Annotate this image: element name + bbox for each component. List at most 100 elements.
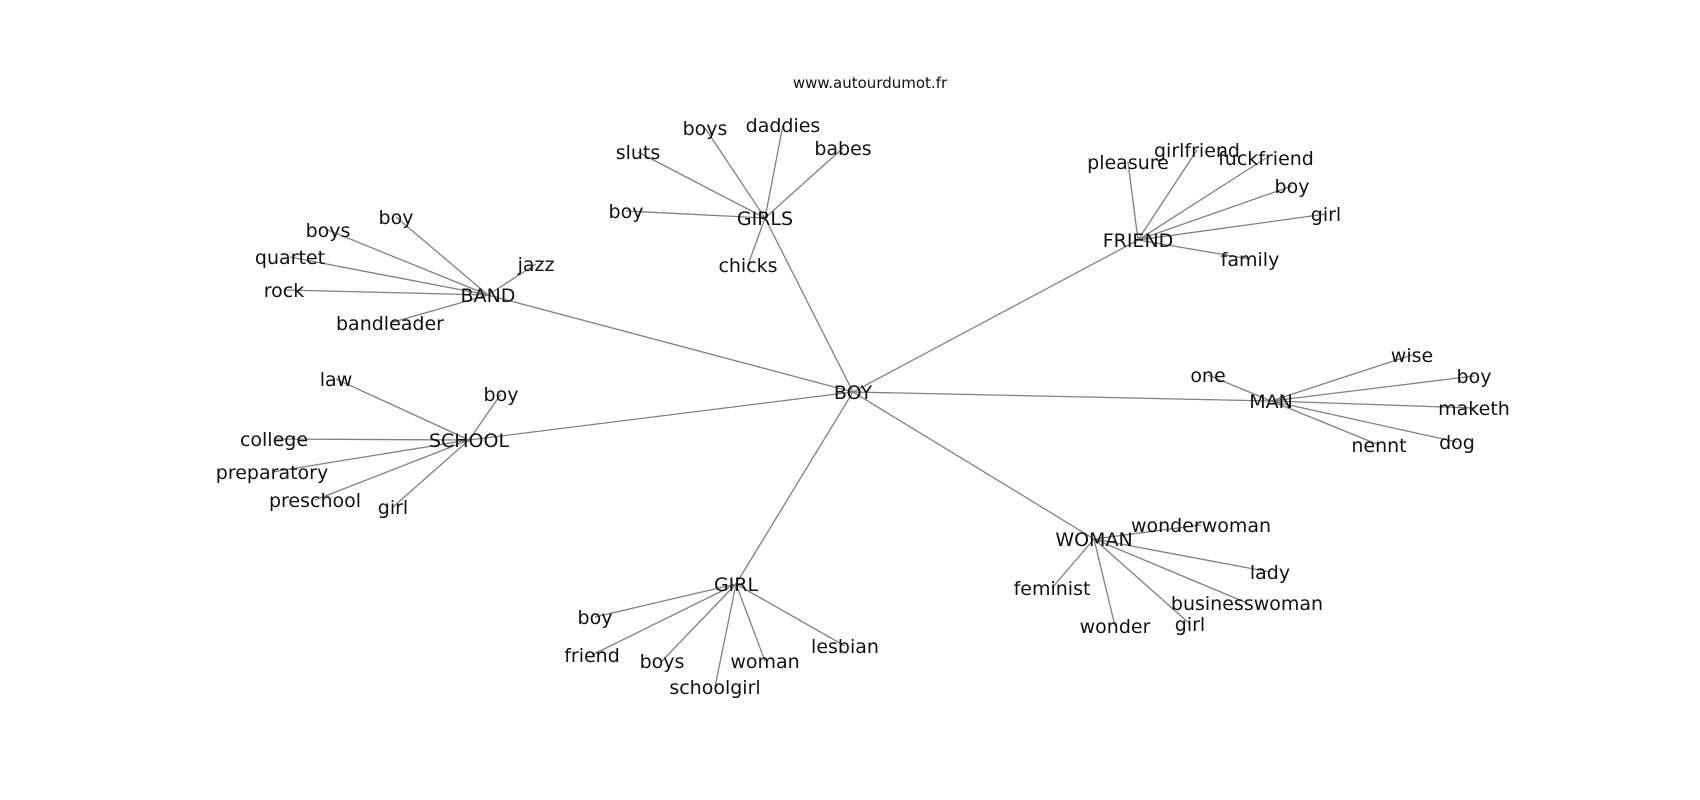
leaf-node-woman-wonder: wonder	[1080, 616, 1151, 638]
edge-girls-to-babes	[764, 147, 844, 219]
edge-school-to-preparatory	[271, 439, 470, 473]
leaf-node-band-boys: boys	[306, 220, 351, 242]
leaf-node-school-college: college	[240, 429, 308, 451]
edge-man-to-nennt	[1270, 400, 1380, 446]
leaf-node-man-nennt: nennt	[1351, 435, 1406, 457]
edge-man-to-wise	[1270, 354, 1413, 402]
edge-man-to-one	[1207, 374, 1272, 402]
source-label: www.autourdumot.fr	[793, 74, 948, 92]
edge-center-to-girl	[735, 391, 854, 585]
leaf-node-girls-sluts: sluts	[616, 142, 661, 164]
edge-friend-to-girl	[1137, 213, 1327, 241]
edge-band-to-rock	[283, 289, 489, 296]
leaf-node-band-quartet: quartet	[255, 247, 325, 269]
hub-node-man: MAN	[1249, 391, 1293, 413]
edge-girls-to-boys	[704, 127, 766, 219]
leaf-node-woman-businesswoman: businesswoman	[1171, 593, 1323, 615]
leaf-node-girls-babes: babes	[814, 138, 871, 160]
leaf-node-man-wise: wise	[1391, 345, 1433, 367]
leaf-node-band-rock: rock	[264, 280, 304, 302]
leaf-node-man-boy: boy	[1457, 366, 1492, 388]
edge-man-to-maketh	[1270, 400, 1475, 409]
edge-center-to-woman	[852, 391, 1095, 540]
leaf-node-school-girl: girl	[378, 497, 408, 519]
edge-school-to-law	[335, 378, 470, 441]
hub-node-school: SCHOOL	[429, 430, 510, 452]
edge-man-to-dog	[1270, 400, 1458, 443]
edge-girl-to-schoolgirl	[714, 583, 737, 688]
edge-girls-to-sluts	[637, 151, 766, 219]
leaf-node-girls-chicks: chicks	[718, 255, 777, 277]
edge-band-to-boy	[395, 216, 489, 296]
edge-band-to-jazz	[487, 263, 537, 296]
edge-girl-to-boy	[594, 583, 737, 618]
edge-school-to-preschool	[314, 439, 470, 501]
edge-center-to-girls	[764, 217, 854, 393]
edge-woman-to-wonder	[1093, 538, 1116, 627]
leaf-node-man-dog: dog	[1439, 432, 1475, 454]
edge-school-to-boy	[468, 393, 502, 441]
leaf-node-school-preparatory: preparatory	[216, 462, 328, 484]
leaf-node-woman-feminist: feminist	[1014, 578, 1091, 600]
edge-woman-to-businesswoman	[1093, 538, 1248, 604]
leaf-node-woman-wonderwoman: wonderwoman	[1131, 515, 1271, 537]
edge-band-to-bandleader	[389, 294, 489, 324]
leaf-node-school-law: law	[320, 369, 352, 391]
center-node-boy: BOY	[834, 382, 873, 404]
edge-school-to-girl	[392, 439, 470, 508]
leaf-node-friend-girl: girl	[1311, 204, 1341, 226]
edge-center-to-man	[852, 391, 1272, 402]
edge-friend-to-pleasure	[1127, 161, 1139, 241]
leaf-node-band-jazz: jazz	[517, 254, 555, 276]
hub-node-friend: FRIEND	[1103, 230, 1174, 252]
edge-woman-to-girl	[1093, 538, 1191, 625]
leaf-node-girls-boys: boys	[683, 118, 728, 140]
edge-girl-to-boys	[661, 583, 737, 662]
leaf-node-friend-family: family	[1221, 249, 1280, 271]
leaf-node-school-boy: boy	[484, 384, 519, 406]
edge-girl-to-friend	[591, 583, 737, 656]
edge-friend-to-girlfriend	[1137, 149, 1198, 241]
edge-girl-to-woman	[735, 583, 766, 662]
leaf-node-girl-friend: friend	[564, 645, 620, 667]
leaf-node-band-boy: boy	[379, 207, 414, 229]
edge-center-to-band	[487, 294, 854, 393]
edge-center-to-school	[468, 391, 854, 441]
leaf-node-girl-woman: woman	[730, 651, 799, 673]
leaf-node-girl-boy: boy	[578, 607, 613, 629]
leaf-node-friend-girlfriend: girlfriend	[1154, 140, 1240, 162]
edge-band-to-quartet	[289, 256, 489, 296]
leaf-node-friend-pleasure: pleasure	[1087, 152, 1169, 174]
leaf-node-man-maketh: maketh	[1438, 398, 1510, 420]
hub-node-girl: GIRL	[714, 574, 759, 596]
edge-school-to-college	[273, 438, 470, 441]
leaf-node-woman-girl: girl	[1175, 614, 1205, 636]
leaf-node-woman-lady: lady	[1250, 562, 1290, 584]
edge-girls-to-boy	[625, 210, 766, 219]
leaf-node-girl-schoolgirl: schoolgirl	[669, 677, 760, 699]
edge-woman-to-wonderwoman	[1093, 524, 1202, 540]
leaf-node-girls-boy: boy	[609, 201, 644, 223]
edge-friend-to-family	[1137, 239, 1251, 260]
leaf-node-girl-lesbian: lesbian	[811, 636, 879, 658]
edge-band-to-boys	[327, 229, 489, 296]
edge-girls-to-daddies	[764, 124, 784, 219]
edge-man-to-boy	[1270, 375, 1475, 402]
edge-girls-to-chicks	[747, 217, 766, 266]
leaf-node-girl-boys: boys	[640, 651, 685, 673]
leaf-node-man-one: one	[1190, 365, 1225, 387]
edge-friend-to-boy	[1137, 185, 1293, 241]
edge-woman-to-feminist	[1051, 538, 1095, 589]
hub-node-girls: GIRLS	[737, 208, 793, 230]
edge-friend-to-fuckfriend	[1137, 157, 1267, 241]
leaf-node-school-preschool: preschool	[269, 490, 361, 512]
edge-girl-to-lesbian	[735, 583, 846, 647]
hub-node-woman: WOMAN	[1055, 529, 1132, 551]
leaf-node-band-bandleader: bandleader	[336, 313, 444, 335]
leaf-node-friend-fuckfriend: fuckfriend	[1218, 148, 1314, 170]
leaf-node-friend-boy: boy	[1275, 176, 1310, 198]
hub-node-band: BAND	[461, 285, 516, 307]
edge-woman-to-lady	[1093, 538, 1271, 573]
